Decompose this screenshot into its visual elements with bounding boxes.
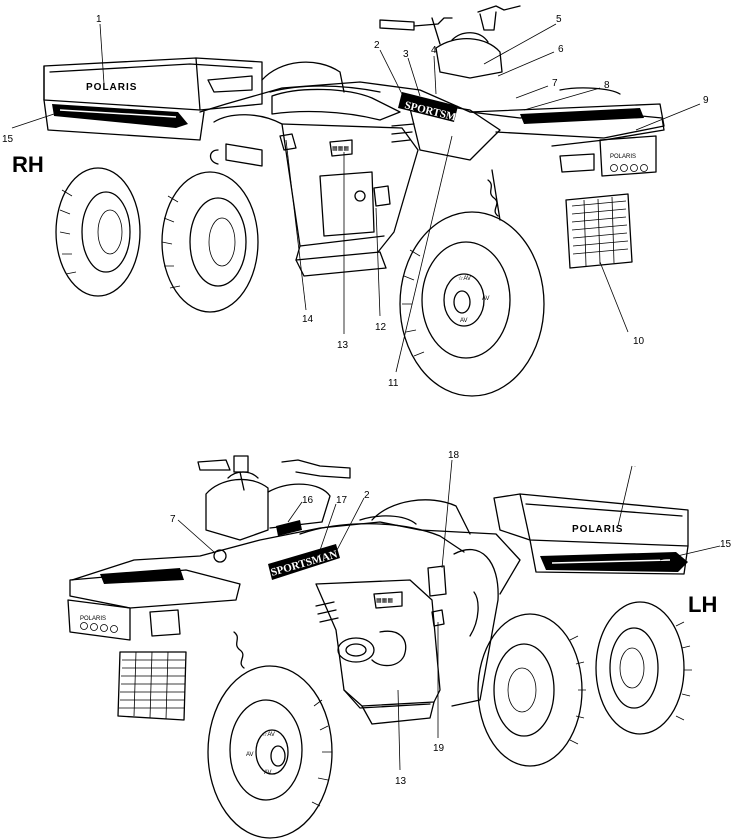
svg-text:SPORTSMAN: SPORTSMAN xyxy=(270,548,339,578)
bed-stripe-decal-rh xyxy=(52,104,188,128)
svg-text:▦▦▦: ▦▦▦ xyxy=(376,598,393,604)
callout-rh-14: 14 xyxy=(302,314,314,325)
handlebars-rh xyxy=(379,5,521,45)
cargo-bed-rh: POLARIS xyxy=(43,57,263,141)
callout-rh-11: 11 xyxy=(388,378,399,389)
callout-rh-9: 9 xyxy=(703,95,709,106)
callout-rh-8: 8 xyxy=(604,80,610,91)
callout-rh-2: 2 xyxy=(374,40,380,51)
callout-lh-16: 16 xyxy=(302,495,314,506)
svg-text:AV: AV xyxy=(482,296,490,302)
front-rack-decal-rh xyxy=(520,108,644,124)
svg-text:▦▦▦: ▦▦▦ xyxy=(332,146,349,152)
fender-decal-lh: SPORTSMAN xyxy=(268,520,340,623)
svg-text:☆AV: ☆AV xyxy=(262,731,275,738)
callout-lh-17: 17 xyxy=(336,495,348,506)
front-rack-decal-lh xyxy=(100,568,184,584)
callout-lh-2: 2 xyxy=(364,490,370,501)
callout-lh-18: 18 xyxy=(448,450,460,461)
side-label-lh: LH xyxy=(688,592,717,617)
callout-rh-4: 4 xyxy=(431,45,437,56)
callout-rh-13: 13 xyxy=(337,340,349,351)
callouts-lh: 18 16 17 2 7 · 15 13 19 LH xyxy=(170,450,732,787)
svg-text:☆AV: ☆AV xyxy=(458,275,471,282)
callout-rh-3: 3 xyxy=(403,49,409,60)
front-rack-lh: POLARIS xyxy=(67,549,245,721)
front-rack-rh: POLARIS xyxy=(407,87,665,269)
callout-rh-6: 6 xyxy=(558,44,564,55)
svg-text:AV: AV xyxy=(246,752,254,758)
callout-lh-15: 15 xyxy=(720,539,732,550)
cargo-bed-lh: POLARIS xyxy=(493,493,689,575)
front-wheel-lh: ☆AV AV AV xyxy=(207,665,333,839)
svg-text:AV: AV xyxy=(460,318,468,324)
callout-lh-19: 19 xyxy=(433,743,445,754)
callouts-rh: 1 2 3 4 5 6 7 8 9 10 11 12 13 xyxy=(2,14,709,389)
callout-rh-1: 1 xyxy=(96,14,102,25)
bed-brand-decal-lh: POLARIS xyxy=(572,524,623,535)
body-rh: ▦▦▦ xyxy=(199,61,665,277)
rear-wheels-lh xyxy=(477,601,692,767)
svg-text:AV: AV xyxy=(264,770,272,776)
rack-brand-decal-rh: POLARIS xyxy=(610,154,636,160)
body-lh: ▦▦▦ xyxy=(71,499,521,725)
seat-rh xyxy=(271,32,503,121)
callout-lh-7: 7 xyxy=(170,514,176,525)
rear-wheels-rh xyxy=(55,167,259,313)
atv-rh-view: POLARIS ▦▦▦ xyxy=(2,5,709,397)
callout-rh-15: 15 xyxy=(2,134,14,145)
seat-lh xyxy=(197,455,417,541)
side-label-rh: RH xyxy=(12,152,44,177)
bed-brand-decal-rh: POLARIS xyxy=(86,82,137,93)
svg-text:·: · xyxy=(634,464,636,470)
atv-lh-view: POLARIS ▦▦▦ xyxy=(67,450,732,839)
callout-lh-13: 13 xyxy=(395,776,407,787)
callout-rh-12: 12 xyxy=(375,322,387,333)
front-wheel-rh: ☆AV AV AV xyxy=(399,169,545,397)
callout-rh-10: 10 xyxy=(633,336,645,347)
rack-brand-decal-lh: POLARIS xyxy=(80,616,106,622)
callout-rh-5: 5 xyxy=(556,14,562,25)
callout-rh-7: 7 xyxy=(552,78,558,89)
fender-decal-rh: SPORTSMAN xyxy=(391,92,473,143)
